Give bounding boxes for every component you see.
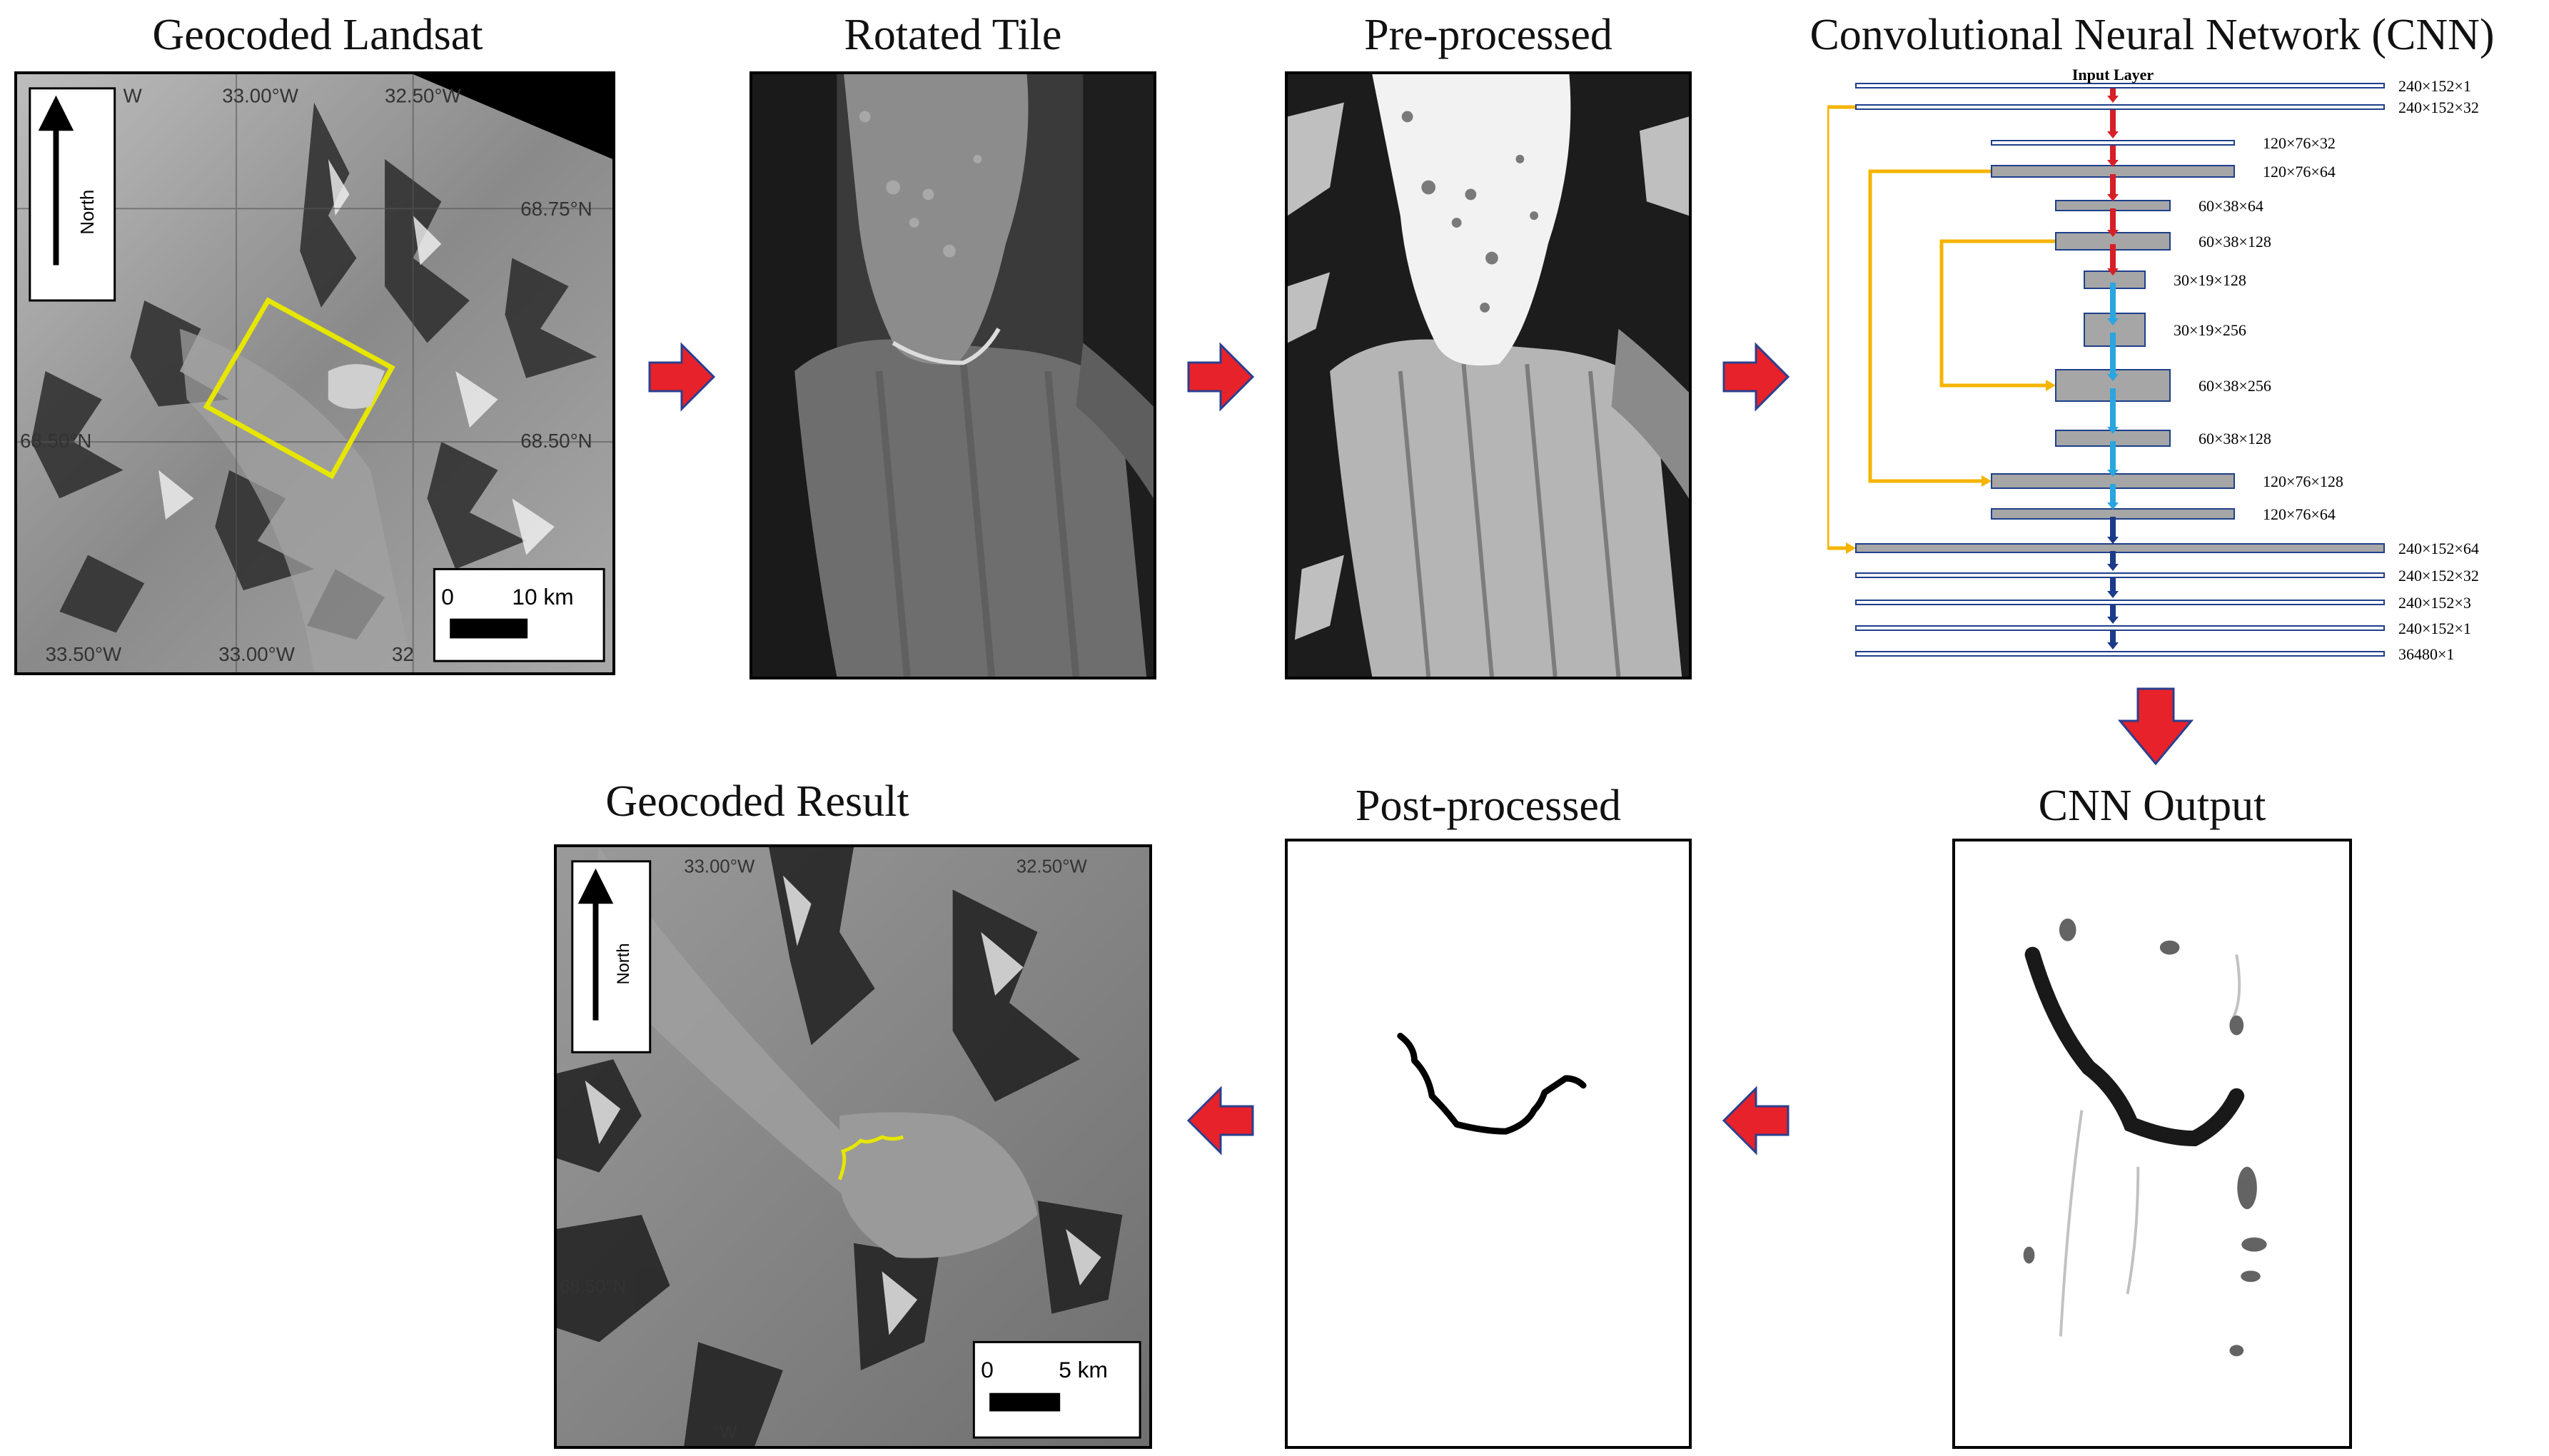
- title-geocoded-landsat: Geocoded Landsat: [152, 11, 483, 59]
- cnn-flow-arrowhead: [2107, 502, 2119, 510]
- cnn-flow-arrowhead: [2107, 131, 2119, 138]
- result-scale-bar: [989, 1392, 1061, 1412]
- svg-text:68.50°N: 68.50°N: [560, 1277, 626, 1297]
- cnn-layer-line: [1855, 83, 2385, 89]
- cnn-layer-label: 60×38×128: [2199, 430, 2271, 448]
- cnn-layer-line: [1855, 104, 2385, 110]
- skip-arrowhead: [1982, 475, 1992, 487]
- cnn-layer-line: [1855, 572, 2385, 578]
- cnn-flow-arrowhead: [2107, 617, 2119, 624]
- cnn-layer-line: [1855, 651, 2385, 657]
- cnn-layer-line: [1991, 140, 2235, 146]
- result-north-arrow-box: [571, 860, 652, 1053]
- skip-arrowhead: [2046, 380, 2056, 391]
- post-processed-panel: [1285, 839, 1692, 1449]
- cnn-input-label: Input Layer: [2072, 66, 2154, 84]
- title-post-processed: Post-processed: [1356, 782, 1621, 830]
- result-front-line: [837, 1135, 904, 1181]
- cnn-layer-label: 60×38×256: [2199, 377, 2271, 395]
- rotated-tile-panel: [749, 71, 1156, 679]
- svg-text:32: 32: [392, 643, 414, 665]
- skip-connection: [1827, 105, 1856, 550]
- cnn-flow-arrowhead: [2107, 470, 2119, 477]
- svg-text:0: 0: [441, 584, 454, 610]
- cnn-layer-label: 36480×1: [2398, 645, 2454, 663]
- cnn-architecture-diagram: 240×152×1240×152×32120×76×32120×76×6460×…: [1827, 66, 2479, 663]
- north-arrow-icon: [38, 95, 74, 131]
- svg-text:33.00°W: 33.00°W: [222, 85, 298, 107]
- cnn-layer-label: 120×76×32: [2263, 134, 2336, 152]
- cnn-flow-arrowhead: [2107, 96, 2119, 103]
- skip-connection: [1868, 169, 1992, 483]
- cnn-flow-arrowhead: [2107, 318, 2119, 325]
- result-north-arrow-icon: [577, 868, 614, 904]
- svg-text:°W: °W: [712, 1422, 737, 1442]
- skip-connection: [1939, 239, 2056, 388]
- cnn-layer-line: [1855, 625, 2385, 631]
- svg-text:10 km: 10 km: [512, 584, 573, 610]
- title-rotated-tile: Rotated Tile: [844, 11, 1062, 59]
- cnn-layer-label: 60×38×128: [2199, 233, 2271, 251]
- cnn-layer-block: [1855, 543, 2385, 553]
- cnn-layer-label: 240×152×32: [2398, 98, 2479, 116]
- cnn-flow-arrowhead: [2107, 564, 2119, 571]
- svg-text:68.50°N: 68.50°N: [520, 430, 592, 452]
- region-box: [203, 297, 395, 480]
- arrow-right-1: [648, 342, 716, 412]
- title-geocoded-result: Geocoded Result: [605, 777, 909, 826]
- title-cnn-output: CNN Output: [2038, 782, 2266, 830]
- scale-bar-box: [433, 567, 605, 662]
- svg-text:North: North: [614, 943, 633, 984]
- svg-text:32.50°W: 32.50°W: [1016, 857, 1088, 877]
- arrow-right-2: [1187, 342, 1255, 412]
- post-processed-front-line: [1397, 1032, 1587, 1135]
- cnn-layer-label: 240×152×32: [2398, 567, 2479, 585]
- arrow-right-3: [1722, 342, 1790, 412]
- cnn-output-panel: [1952, 839, 2352, 1449]
- cnn-flow-arrowhead: [2107, 268, 2119, 275]
- pre-processed-panel: [1285, 71, 1692, 679]
- svg-text:33.00°W: 33.00°W: [218, 643, 295, 665]
- title-pre-processed: Pre-processed: [1364, 11, 1612, 59]
- cnn-flow-arrowhead: [2107, 427, 2119, 434]
- svg-text:33.00°W: 33.00°W: [684, 857, 755, 877]
- result-scale-bar-box: [972, 1340, 1141, 1439]
- svg-text:32.50°W: 32.50°W: [385, 85, 461, 107]
- cnn-flow-arrowhead: [2107, 160, 2119, 167]
- cnn-flow-arrowhead: [2107, 537, 2119, 544]
- svg-text:68.75°N: 68.75°N: [520, 198, 592, 220]
- arrow-left-2: [1186, 1086, 1254, 1156]
- cnn-flow-arrowhead: [2107, 230, 2119, 237]
- cnn-layer-label: 240×152×1: [2398, 620, 2471, 637]
- arrow-left-1: [1722, 1086, 1790, 1156]
- cnn-layer-label: 240×152×3: [2398, 594, 2471, 612]
- scale-bar: [450, 618, 528, 639]
- cnn-flow-arrowhead: [2107, 591, 2119, 598]
- north-arrow-box: [29, 87, 116, 302]
- geocoded-result-panel: North 33.00°W 32.50°W 68.50°N °W 0 5 km: [554, 844, 1152, 1449]
- svg-text:68.50°N: 68.50°N: [20, 430, 91, 452]
- cnn-layer-label: 120×76×128: [2263, 472, 2343, 490]
- cnn-layer-label: 120×76×64: [2263, 163, 2336, 181]
- svg-text:North: North: [78, 190, 98, 235]
- skip-arrowhead: [1846, 542, 1856, 554]
- cnn-layer-label: 120×76×64: [2263, 505, 2336, 523]
- cnn-flow-arrowhead: [2107, 194, 2119, 201]
- arrow-down: [2117, 687, 2194, 766]
- cnn-layer-label: 30×19×256: [2174, 321, 2246, 339]
- cnn-layer-line: [1855, 600, 2385, 605]
- cnn-layer-label: 30×19×128: [2174, 271, 2246, 289]
- svg-text:0: 0: [981, 1357, 994, 1382]
- svg-text:33.50°W: 33.50°W: [46, 643, 122, 665]
- landsat-map-panel: North W 33.00°W 32.50°W 68.75°N 68.50°N …: [14, 71, 615, 675]
- cnn-layer-label: 240×152×1: [2398, 77, 2471, 95]
- title-cnn: Convolutional Neural Network (CNN): [1809, 11, 2495, 59]
- svg-text:W: W: [123, 85, 143, 107]
- cnn-layer-label: 60×38×64: [2199, 197, 2263, 215]
- cnn-output-front-line: [2024, 946, 2245, 1146]
- cnn-layer-label: 240×152×64: [2398, 540, 2479, 557]
- svg-text:5 km: 5 km: [1059, 1357, 1108, 1382]
- cnn-flow-arrowhead: [2107, 374, 2119, 381]
- cnn-flow-arrowhead: [2107, 642, 2119, 649]
